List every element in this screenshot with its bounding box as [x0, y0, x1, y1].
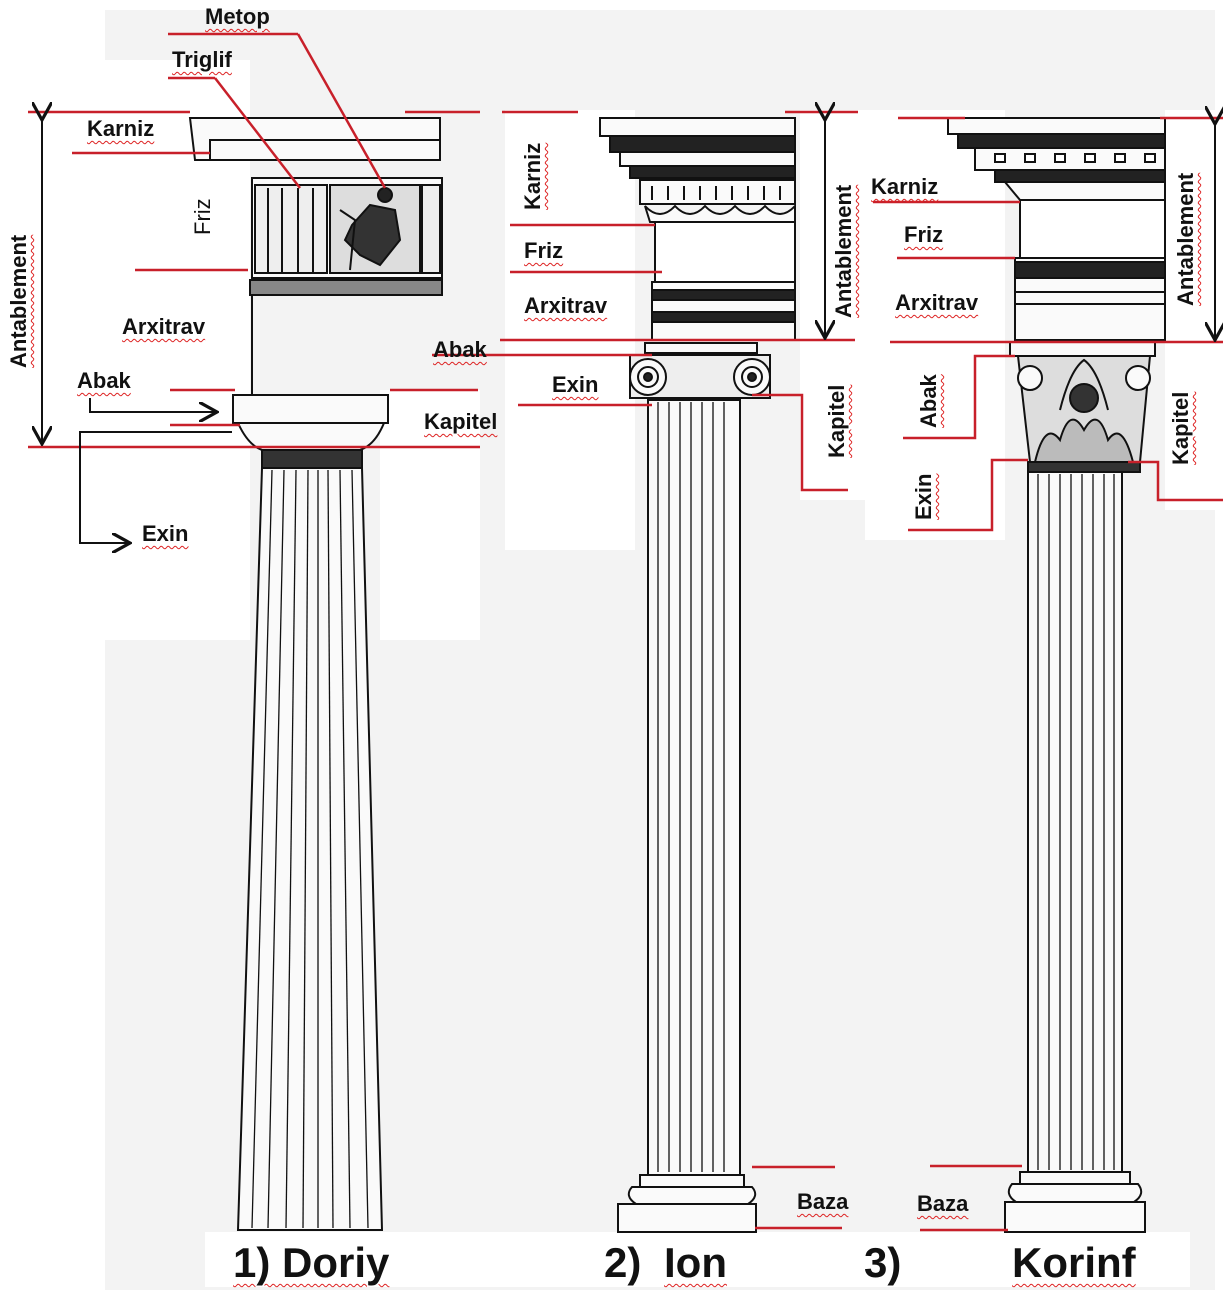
label-corinthian-antablement: Antablement [1175, 173, 1197, 306]
doric-cornice-band [210, 140, 440, 160]
ionic-volutes [630, 355, 770, 398]
label-doric-kapitel: Kapitel [424, 411, 497, 433]
corinthian-base [1005, 1172, 1145, 1232]
label-ionic-friz: Friz [524, 240, 563, 262]
corinthian-abacus [1010, 342, 1155, 356]
label-doric-arxitrav: Arxitrav [122, 316, 205, 338]
label-doric-abak: Abak [77, 370, 131, 392]
label-corinthian-exin: Exin [913, 474, 935, 520]
label-corinthian-karniz: Karniz [871, 176, 938, 198]
label-corinthian-abak: Abak [918, 374, 940, 428]
label-ionic-baza: Baza [797, 1191, 848, 1213]
label-corinthian-kapitel: Kapitel [1170, 392, 1192, 465]
ionic-cornice [600, 118, 795, 136]
ionic-abacus [645, 343, 757, 353]
corinthian-shaft [1028, 472, 1122, 1172]
label-doric-karniz: Karniz [87, 118, 154, 140]
label-ionic-antablement: Antablement [833, 185, 855, 318]
doric-triglyph-right [422, 185, 440, 273]
label-corinthian-arxitrav: Arxitrav [895, 292, 978, 314]
label-doric-antablement: Antablement [8, 235, 30, 368]
label-corinthian-friz: Friz [904, 224, 943, 246]
caption-ionic-name: Ion [664, 1242, 727, 1284]
label-ionic-arxitrav: Arxitrav [524, 295, 607, 317]
corinthian-acanthus-capital [1018, 356, 1150, 462]
doric-triglyph [255, 185, 327, 273]
caption-corinthian-name: Korinf [1012, 1242, 1136, 1284]
caption-corinthian-number: 3) [864, 1242, 901, 1284]
label-ionic-exin: Exin [552, 374, 598, 396]
doric-metope [330, 185, 420, 273]
doric-abacus [233, 395, 388, 423]
label-doric-exin: Exin [142, 523, 188, 545]
label-doric-triglif: Triglif [172, 49, 232, 71]
doric-regula [250, 280, 442, 295]
label-corinthian-baza: Baza [917, 1193, 968, 1215]
ionic-shaft [648, 400, 740, 1175]
caption-ionic-number: 2) [604, 1242, 641, 1284]
corinthian-modillions [975, 148, 1165, 170]
label-ionic-abak: Abak [433, 339, 487, 361]
ionic-frieze [655, 222, 795, 282]
caption-doric: 1) Doriy [233, 1242, 389, 1284]
ionic-dentils [640, 180, 795, 204]
label-ionic-karniz: Karniz [522, 143, 544, 210]
corinthian-cornice [948, 118, 1165, 134]
label-doric-metop: Metop [205, 6, 270, 28]
label-ionic-kapitel: Kapitel [826, 385, 848, 458]
corinthian-frieze [1020, 200, 1165, 258]
label-doric-friz: Friz [192, 198, 214, 235]
doric-necking [262, 450, 362, 468]
